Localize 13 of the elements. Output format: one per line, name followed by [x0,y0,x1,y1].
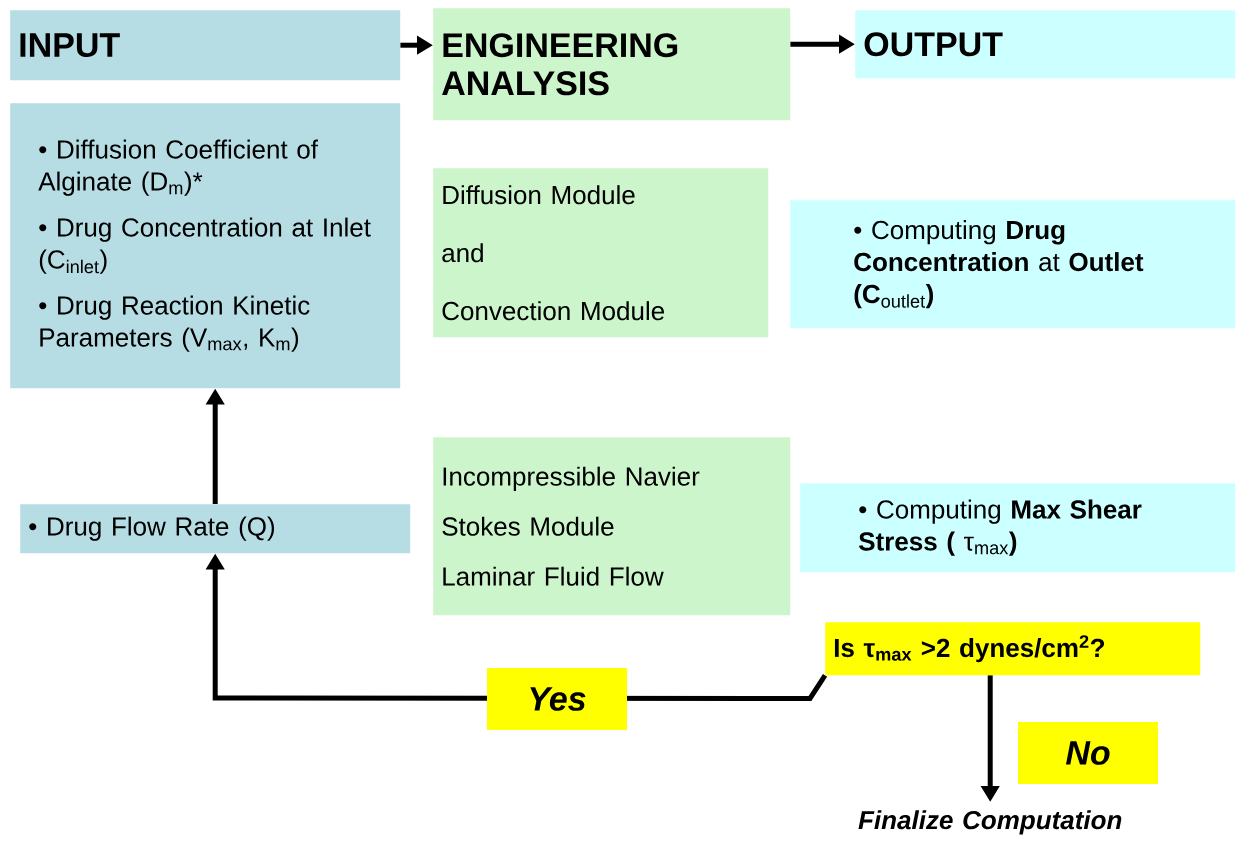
result-box: • Computing Drug Concentration at Outlet (C$_{outlet}$) [790,200,1236,329]
parameter-box: • Drug Flow Rate (Q) [20,504,411,554]
parameter-box: • Diffusion Coefficient of Alginate (D$_{m}$)* • Drug Concentration at Inlet (C$_{inlet}$) • Drug Reaction Kinetic Parameters (V$_{max}$, K$_{m}$) [10,103,401,389]
heading-box: INPUT [10,10,401,81]
result-box: • Computing Max Shear Stress ( τ$_{max}$) [800,483,1236,573]
heading-box: OUTPUT [855,10,1236,79]
heading-box: ENGINEERING ANALYSIS [433,8,791,121]
edge-label: No [1018,722,1158,784]
end-label: Finalize Computation [858,810,1122,835]
module-box: Incompressible Navier Stokes Module Laminar Fluid Flow [433,437,791,616]
edge-label: Yes [487,668,627,730]
question-box: Is τ$_{max}$ >2 dynes/cm$^{2}$? [825,622,1201,676]
module-box: Diffusion Module and Convection Module [433,168,769,338]
